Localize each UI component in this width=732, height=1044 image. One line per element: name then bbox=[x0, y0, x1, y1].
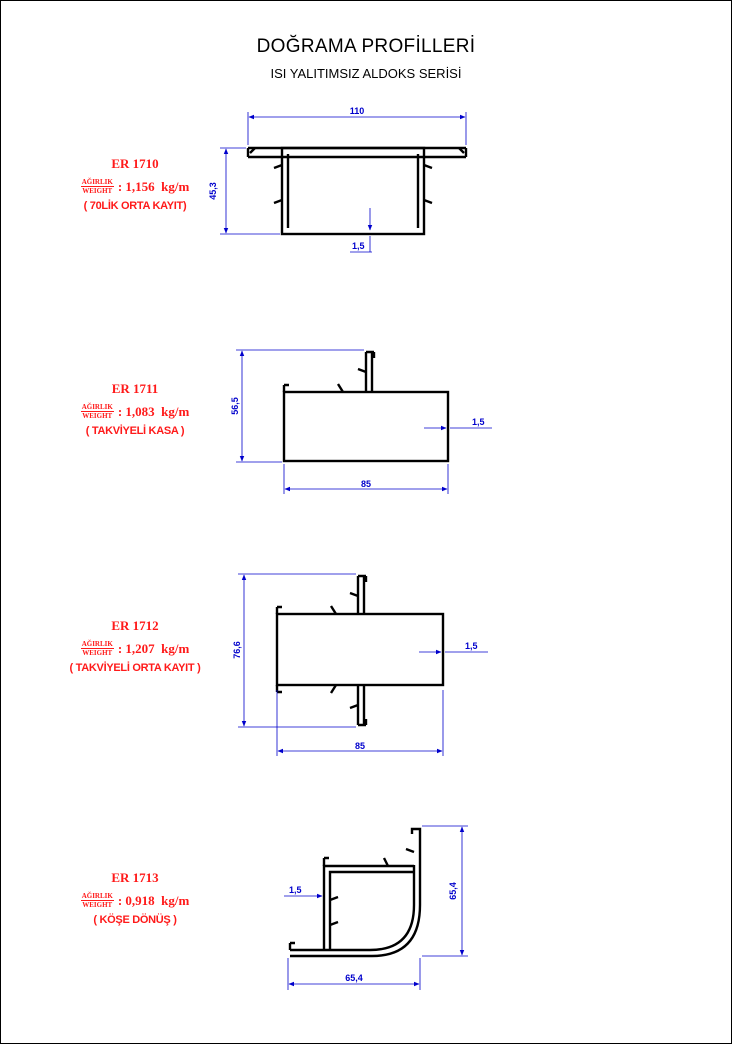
dim-width-1712: 85 bbox=[355, 741, 365, 751]
weight-row: AĞIRLIK WEIGHT : 0,918 kg/m bbox=[0, 892, 270, 909]
profile-note: ( 70LİK ORTA KAYIT) bbox=[83, 200, 187, 212]
profile-note: ( KÖŞE DÖNÜŞ ) bbox=[93, 914, 177, 926]
profile-label-1713: ER 1713 AĞIRLIK WEIGHT : 0,918 kg/m ( KÖ… bbox=[0, 870, 270, 926]
profile-drawing-1710 bbox=[246, 146, 468, 236]
profile-label-1710: ER 1710 AĞIRLIK WEIGHT : 1,156 kg/m ( 70… bbox=[0, 156, 270, 212]
weight-value: : 1,156 kg/m bbox=[117, 178, 190, 194]
profile-code: ER 1712 bbox=[111, 618, 159, 633]
page-subtitle: ISI YALITIMSIZ ALDOKS SERİSİ bbox=[270, 66, 462, 81]
profile-label-1712: ER 1712 AĞIRLIK WEIGHT : 1,207 kg/m ( TA… bbox=[0, 618, 270, 674]
profile-drawing-1712 bbox=[275, 574, 445, 727]
weight-row: AĞIRLIK WEIGHT : 1,083 kg/m bbox=[0, 403, 270, 420]
weight-label-en: WEIGHT bbox=[82, 412, 113, 420]
dim-width-1711: 85 bbox=[361, 479, 371, 489]
profile-code: ER 1710 bbox=[111, 156, 159, 171]
weight-label: AĞIRLIK WEIGHT bbox=[80, 178, 114, 195]
weight-label-tr: AĞIRLIK bbox=[80, 178, 114, 187]
dimensions-1713 bbox=[284, 825, 468, 990]
profile-code: ER 1713 bbox=[111, 870, 159, 885]
profile-drawing-1711 bbox=[282, 350, 450, 463]
dim-wall-1710: 1,5 bbox=[352, 241, 365, 251]
weight-row: AĞIRLIK WEIGHT : 1,207 kg/m bbox=[0, 640, 270, 657]
weight-label-en: WEIGHT bbox=[82, 901, 113, 909]
dim-height-1712: 76,6 bbox=[232, 641, 242, 659]
dimensions-1711 bbox=[236, 349, 492, 494]
dim-height-1711: 56,5 bbox=[230, 397, 240, 415]
dim-wall-1713: 1,5 bbox=[289, 885, 302, 895]
weight-label: AĞIRLIK WEIGHT bbox=[80, 403, 114, 420]
profile-note: ( TAKVİYELİ ORTA KAYIT ) bbox=[69, 662, 201, 674]
dim-wall-1711: 1,5 bbox=[472, 417, 485, 427]
weight-label-en: WEIGHT bbox=[82, 649, 113, 657]
weight-label: AĞIRLIK WEIGHT bbox=[80, 640, 114, 657]
weight-label-tr: AĞIRLIK bbox=[80, 892, 114, 901]
dimensions-1712 bbox=[238, 573, 488, 756]
profile-label-1711: ER 1711 AĞIRLIK WEIGHT : 1,083 kg/m ( TA… bbox=[0, 381, 270, 437]
profile-note: ( TAKVİYELİ KASA ) bbox=[85, 425, 185, 437]
weight-value: : 0,918 kg/m bbox=[117, 892, 190, 908]
dim-width-1710: 110 bbox=[350, 106, 365, 116]
weight-value: : 1,207 kg/m bbox=[117, 640, 190, 656]
dimensions-1710 bbox=[220, 112, 467, 253]
weight-value: : 1,083 kg/m bbox=[117, 403, 190, 419]
weight-label: AĞIRLIK WEIGHT bbox=[80, 892, 114, 909]
weight-label-en: WEIGHT bbox=[82, 187, 113, 195]
profile-code: ER 1711 bbox=[111, 381, 159, 396]
weight-label-tr: AĞIRLIK bbox=[80, 640, 114, 649]
dim-width-1713: 65,4 bbox=[345, 973, 363, 983]
profile-drawing-1713 bbox=[288, 827, 422, 958]
weight-row: AĞIRLIK WEIGHT : 1,156 kg/m bbox=[0, 178, 270, 195]
dim-wall-1712: 1,5 bbox=[465, 641, 478, 651]
page-title: DOĞRAMA PROFİLLERİ bbox=[256, 36, 476, 57]
dim-height-1710: 45,3 bbox=[208, 182, 218, 200]
dim-height-1713: 65,4 bbox=[448, 882, 458, 900]
weight-label-tr: AĞIRLIK bbox=[80, 403, 114, 412]
